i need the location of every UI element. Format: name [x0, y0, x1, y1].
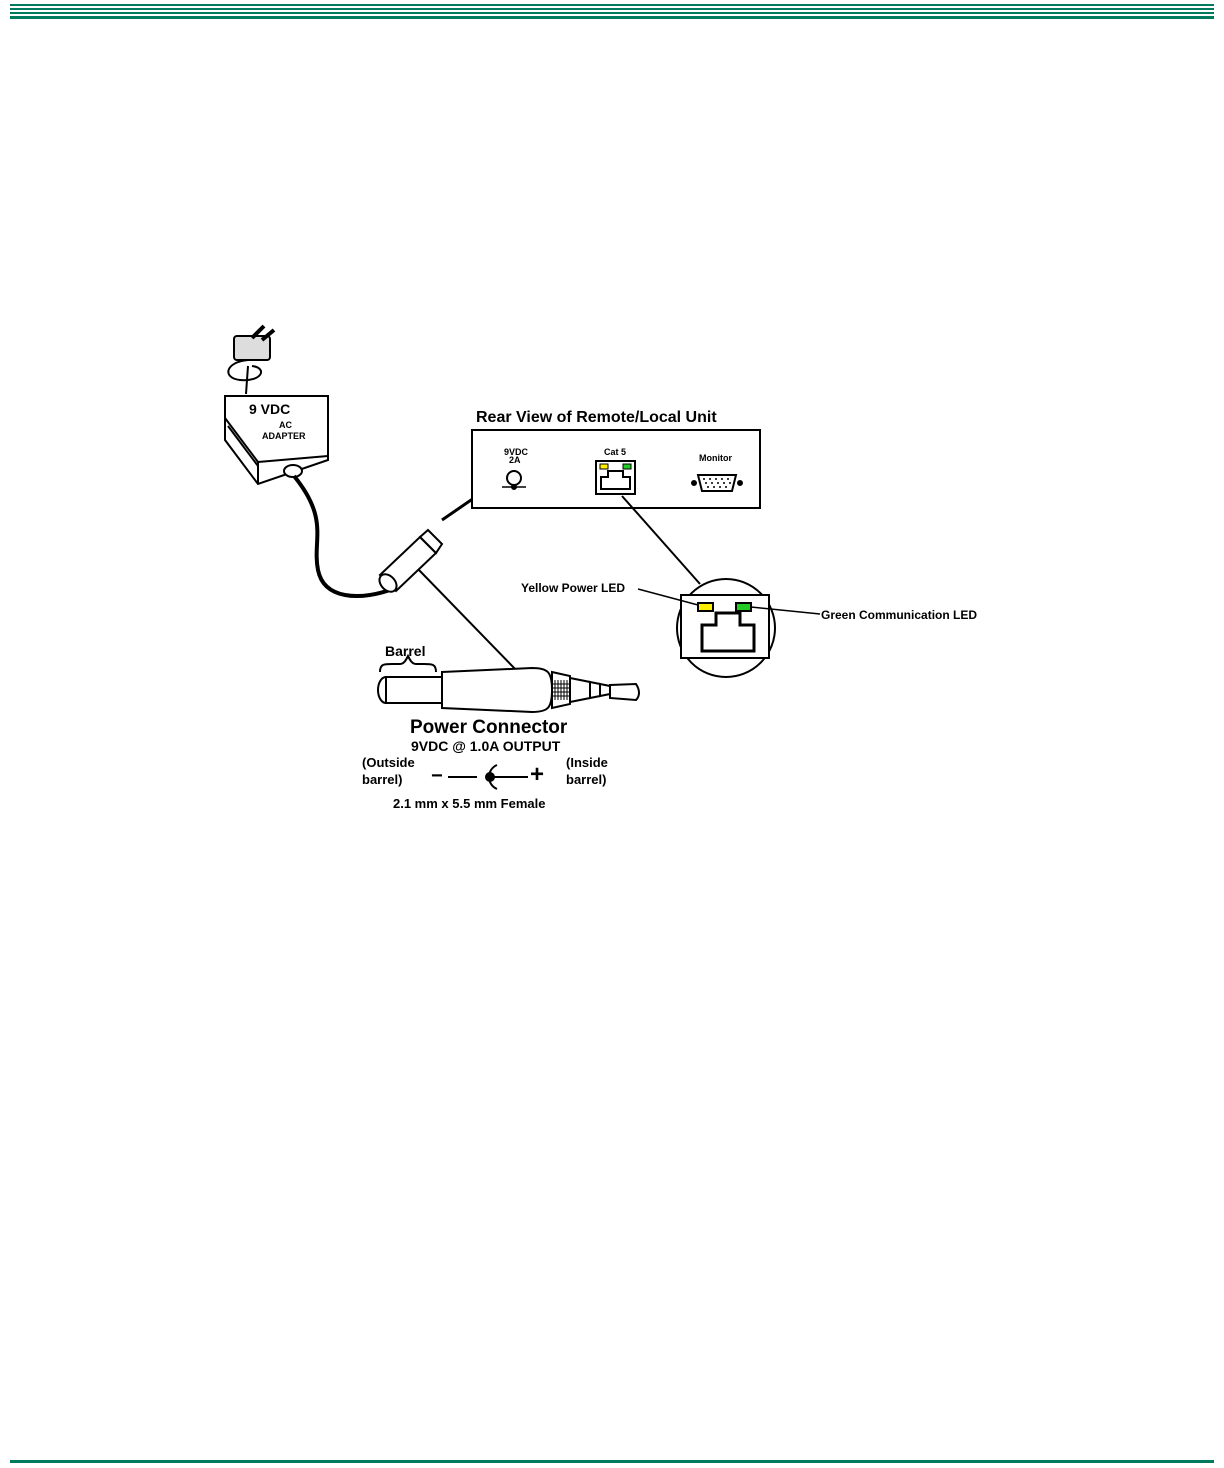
yellow-led-leader [637, 588, 699, 606]
connector-output: 9VDC @ 1.0A OUTPUT [411, 738, 561, 754]
outside-barrel-label-2: barrel) [362, 772, 403, 787]
monitor-port-pins [703, 478, 731, 488]
barrel-bracket [379, 653, 437, 673]
green-led-leader [750, 606, 821, 615]
inside-barrel-label-2: barrel) [566, 772, 607, 787]
cat5-label: Cat 5 [604, 447, 627, 457]
barrel-label: Barrel [385, 643, 426, 659]
monitor-label: Monitor [699, 453, 732, 463]
adapter-type-label-1: AC [279, 420, 292, 430]
cat5-port-zoom [676, 578, 776, 678]
power-port-label-2: 2A [509, 455, 521, 465]
connector-leader-line [417, 568, 519, 673]
power-port-label-1: 9VDC [504, 447, 529, 457]
yellow-led-label: Yellow Power LED [521, 581, 626, 595]
cat5-port-icon [595, 460, 636, 495]
adapter-type-label-2: ADAPTER [262, 431, 306, 441]
green-led-label: Green Communication LED [821, 608, 978, 622]
wall-plug-icon [227, 324, 276, 395]
footer-rule [10, 1460, 1214, 1463]
plus-sign: + [530, 761, 545, 788]
adapter-voltage-label: 9 VDC [249, 401, 291, 417]
header-rule [10, 4, 1214, 20]
polarity-symbol [448, 764, 528, 790]
outside-barrel-label-1: (Outside [362, 755, 415, 770]
zoom-leader-line [621, 495, 701, 585]
power-connector-illustration [377, 666, 640, 714]
connector-grip-hatch [553, 680, 569, 700]
ac-adapter-box [224, 395, 329, 486]
minus-sign: − [431, 765, 443, 787]
connector-size-label: 2.1 mm x 5.5 mm Female [393, 796, 546, 811]
connector-title: Power Connector [410, 717, 568, 738]
inside-barrel-label-1: (Inside [566, 755, 608, 770]
dc-plug [378, 528, 444, 593]
adapter-cord [292, 474, 391, 598]
rear-view-title: Rear View of Remote/Local Unit [476, 409, 717, 426]
